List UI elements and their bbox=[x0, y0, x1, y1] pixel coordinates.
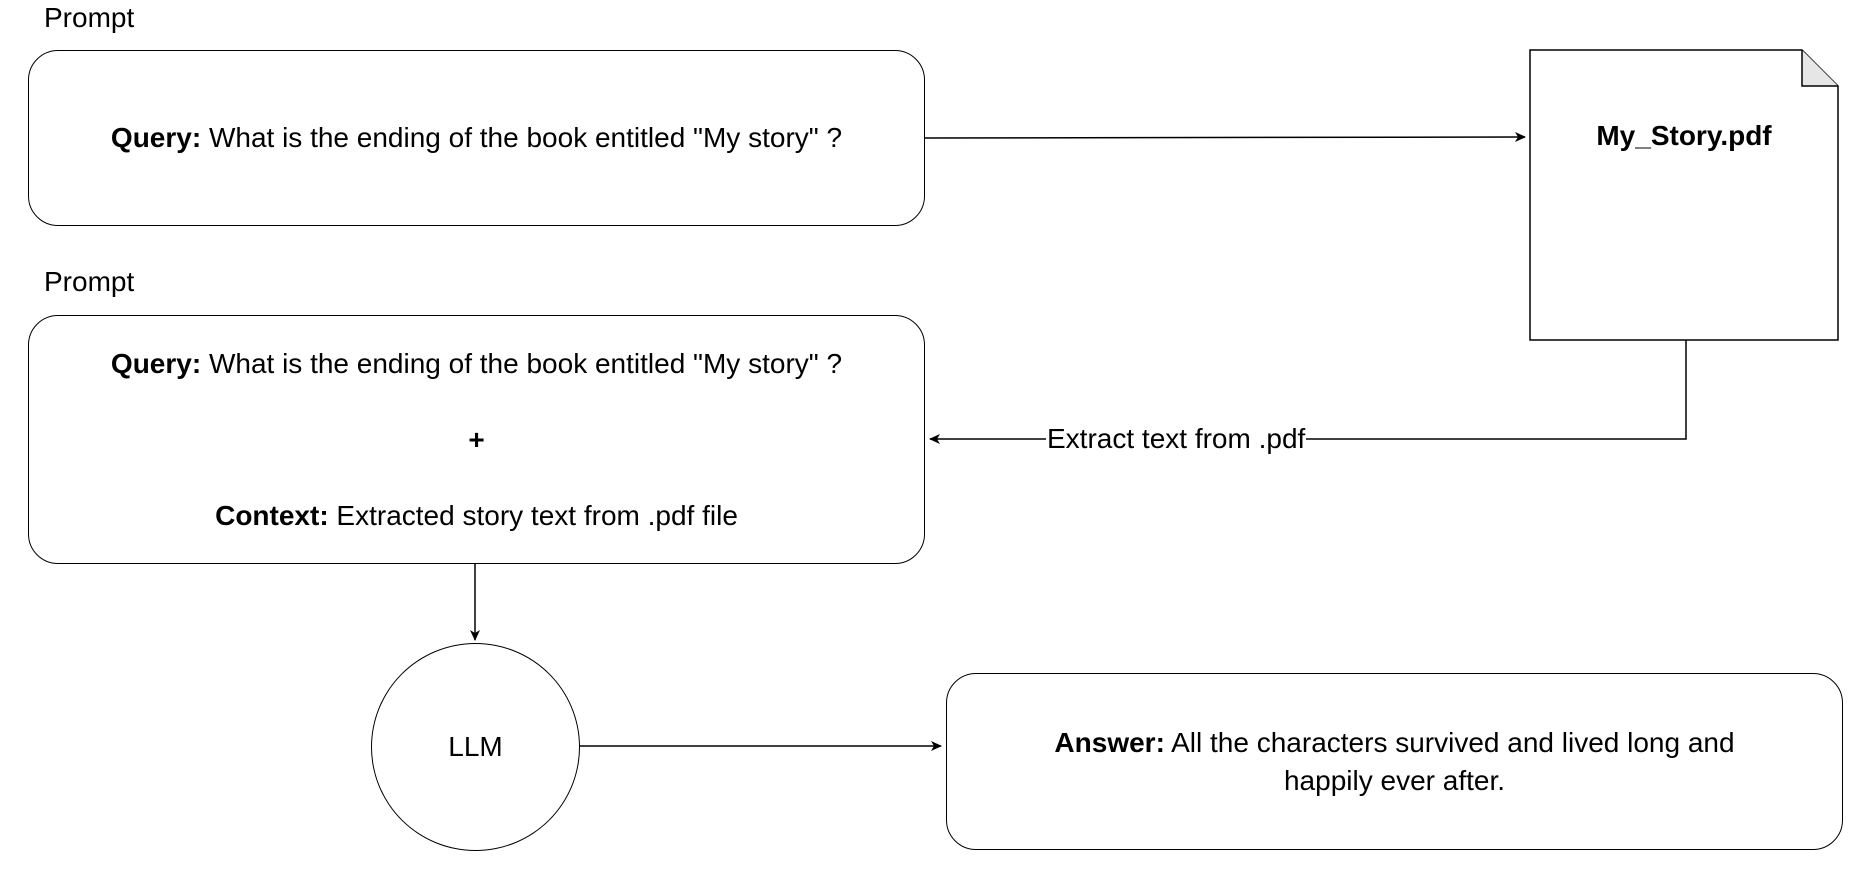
answer-text-1: All the characters survived and lived lo… bbox=[1164, 726, 1735, 758]
prompt-2-query-line: Query: What is the ending of the book en… bbox=[111, 345, 842, 383]
pdf-document-shape bbox=[1529, 49, 1839, 341]
pdf-document-title: My_Story.pdf bbox=[1596, 120, 1772, 151]
prompt-1-box: Query: What is the ending of the book en… bbox=[28, 50, 925, 226]
pdf-document-fold bbox=[1801, 50, 1838, 87]
extract-edge-label: Extract text from .pdf bbox=[1046, 423, 1307, 455]
prompt-2-query-label: Query: bbox=[110, 347, 202, 379]
prompt-1-query-line: Query: What is the ending of the book en… bbox=[111, 119, 842, 157]
prompt-2-plus-sign: + bbox=[468, 423, 485, 455]
prompt-2-box: Query: What is the ending of the book en… bbox=[28, 315, 925, 564]
prompt-1-query-label: Query: bbox=[110, 122, 202, 153]
llm-node: LLM bbox=[371, 643, 580, 851]
prompt-2-context-line: Context: Extracted story text from .pdf … bbox=[215, 497, 738, 535]
prompt-1-label: Prompt bbox=[44, 2, 135, 33]
answer-label: Answer: bbox=[1054, 726, 1165, 758]
prompt-2-label: Prompt bbox=[44, 266, 135, 297]
prompt-1-query-text: What is the ending of the book entitled … bbox=[201, 122, 843, 153]
prompt-2-context-label: Context: bbox=[215, 499, 329, 531]
prompt-2-query-text: What is the ending of the book entitled … bbox=[201, 347, 843, 379]
arrow-pdf-to-prompt-context bbox=[929, 340, 1687, 444]
arrow-prompt-to-pdf bbox=[924, 132, 1526, 143]
answer-line-2: happily ever after. bbox=[1283, 764, 1506, 796]
prompt-2-context-text: Extracted story text from .pdf file bbox=[328, 499, 738, 531]
answer-box: Answer: All the characters survived and … bbox=[946, 673, 1843, 850]
answer-line-1: Answer: All the characters survived and … bbox=[1054, 724, 1734, 762]
llm-label: LLM bbox=[448, 731, 503, 762]
